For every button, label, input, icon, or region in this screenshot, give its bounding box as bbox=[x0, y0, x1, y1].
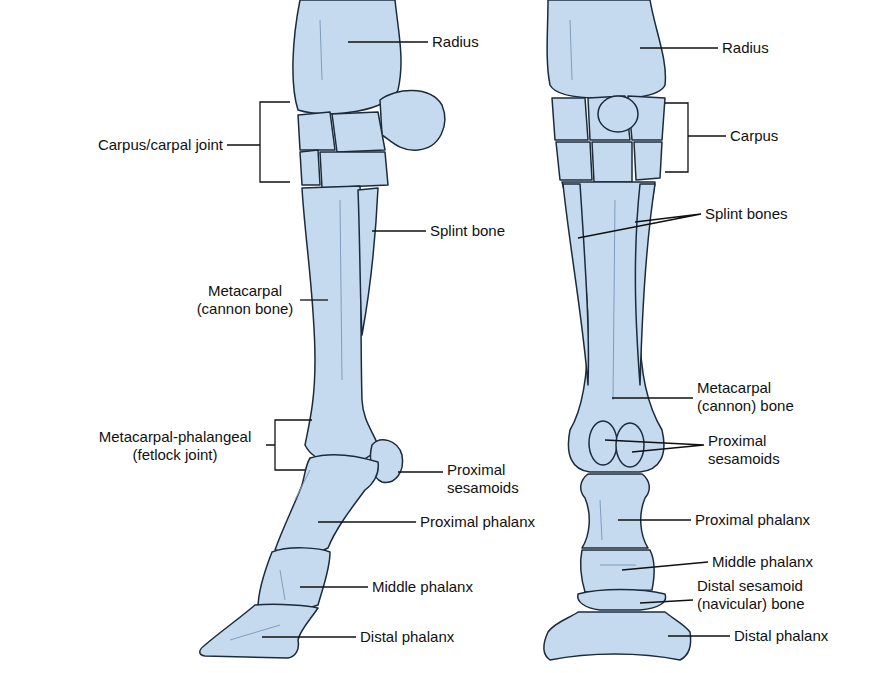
part-label: Radius bbox=[722, 39, 769, 57]
part-label: Carpus/carpal joint bbox=[98, 136, 223, 154]
part-label: Distal phalanx bbox=[360, 628, 454, 646]
part-label: Carpus bbox=[730, 127, 778, 145]
part-label: Splint bone bbox=[430, 222, 505, 240]
part-label: Radius bbox=[432, 33, 479, 51]
part-label: Middle phalanx bbox=[372, 578, 473, 596]
part-label: Metacarpal (cannon bone) bbox=[185, 282, 305, 318]
part-label: Distal phalanx bbox=[734, 627, 828, 645]
part-label: Proximal phalanx bbox=[420, 513, 535, 531]
part-label: Splint bones bbox=[705, 205, 788, 223]
leader-lines bbox=[227, 42, 730, 637]
lateral-view bbox=[200, 0, 445, 658]
part-label: Proximal phalanx bbox=[695, 511, 810, 529]
part-label: Middle phalanx bbox=[712, 553, 813, 571]
part-label: Metacarpal-phalangeal (fetlock joint) bbox=[88, 428, 263, 464]
part-label: Metacarpal (cannon) bone bbox=[697, 379, 812, 415]
front-view bbox=[544, 0, 691, 660]
part-label: Distal sesamoid (navicular) bone bbox=[697, 577, 827, 613]
part-label: Proximal sesamoids bbox=[447, 461, 532, 497]
part-label: Proximal sesamoids bbox=[708, 432, 793, 468]
